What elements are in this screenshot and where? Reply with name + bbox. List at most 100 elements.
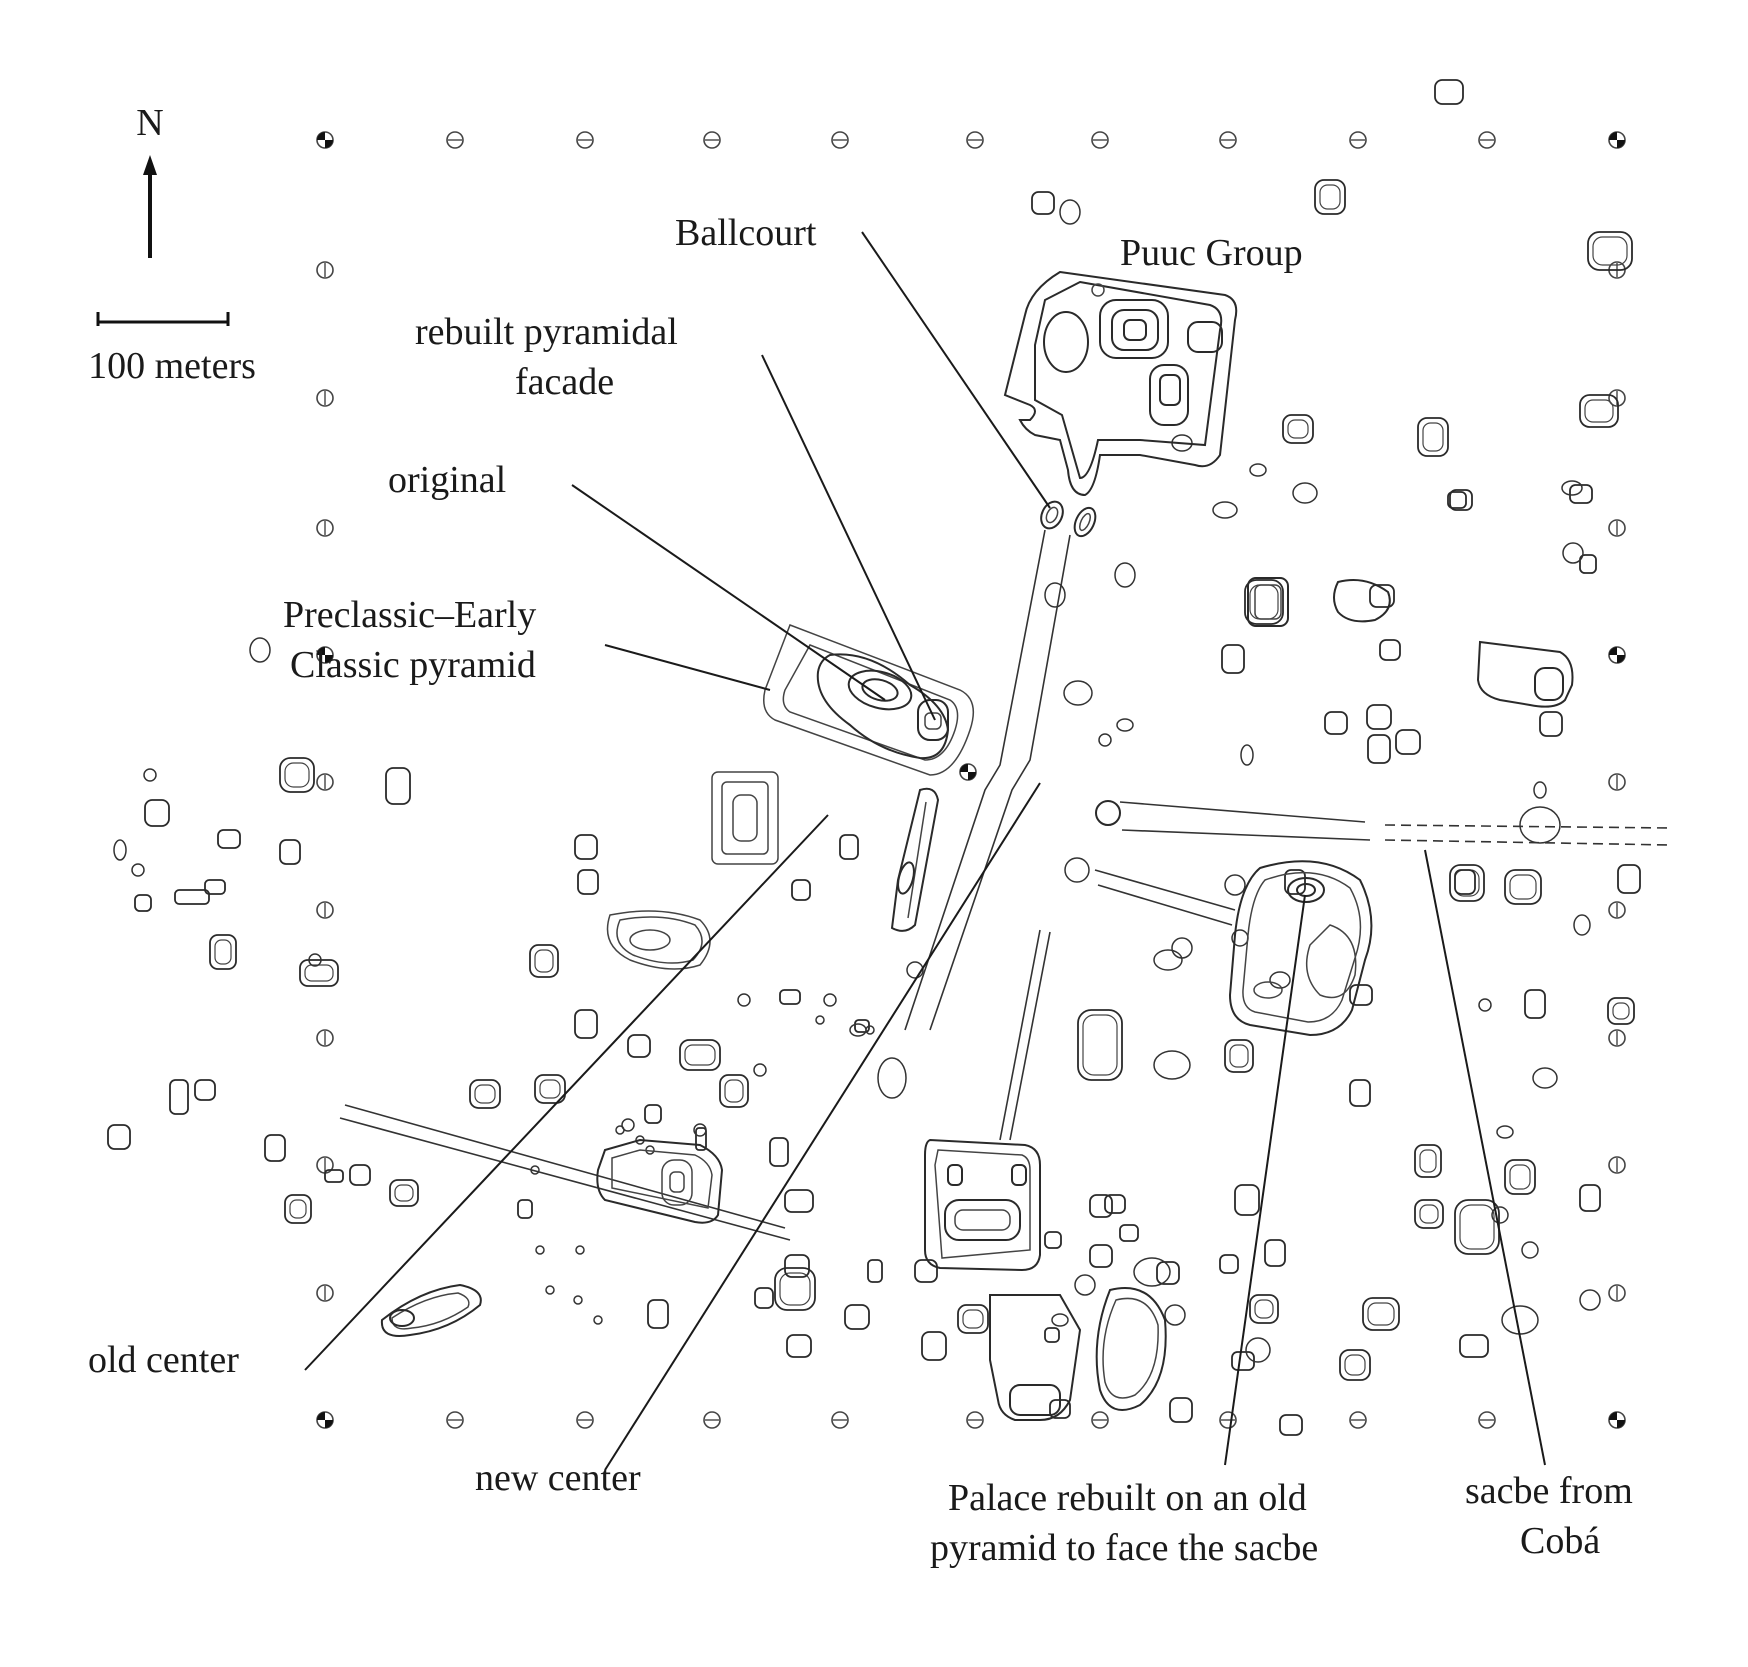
marker-fill [317,647,325,655]
grid-markers [316,131,1626,1429]
mound-inner [1509,874,1537,900]
small-mound [849,1023,867,1037]
structure-mound [1119,1224,1139,1242]
structure-mound [349,1164,371,1186]
small-mound [1533,781,1547,799]
mound-outline [1447,491,1467,509]
mound-outline [679,1039,721,1071]
grid-marker-icon [1219,1411,1237,1429]
structure-mound [389,1179,419,1207]
structure-mound [854,1019,870,1033]
small-mound [1171,937,1193,959]
mound-outline [169,1079,189,1115]
small-mound [1496,1125,1514,1139]
marker-fill [325,140,333,148]
marker-ring [1349,131,1367,149]
small-mound [1153,949,1183,971]
mound-outline [1579,1184,1601,1212]
mound-outline [1369,584,1395,608]
structure-mound [279,839,301,865]
mound-outline [1231,1351,1255,1371]
grid-marker-icon [1349,131,1367,149]
mound-outline [1349,984,1373,1006]
small-mound [1478,998,1492,1012]
south-central-temple [924,1138,1041,1272]
mound-inner [1319,184,1341,210]
mound-outline [1539,711,1563,737]
scale-bar [96,312,230,326]
structure-mound [1349,984,1373,1006]
label-sacbe-line2: Cobá [1520,1520,1600,1562]
label-new-center: new center [475,1457,641,1499]
mound-inner [1422,422,1444,452]
structure-mound [1414,1144,1442,1178]
north-arrow-icon [143,155,157,258]
structure-mound [1395,729,1421,755]
structure-mound [1314,179,1346,215]
label-preclassic-line1: Preclassic–Early [283,594,536,636]
small-mound [1153,1050,1191,1080]
mound-outline [324,1169,344,1183]
mound-outline [1279,1414,1303,1436]
marker-ring [703,131,721,149]
small-mound [1240,744,1254,766]
mound-inner [289,1199,307,1219]
structure-mound [1077,1009,1123,1081]
label-sacbe-line1: sacbe from [1465,1470,1633,1512]
benchmark-icon [316,1411,334,1429]
structure-mound [194,1079,216,1101]
marker-ring [1478,131,1496,149]
small-mound [693,1123,707,1137]
grid-marker-icon [316,1029,334,1047]
grid-marker-icon [576,131,594,149]
small-mound [737,993,751,1007]
marker-ring [316,519,334,537]
small-mound [1133,1257,1171,1287]
small-mound [1491,1206,1509,1224]
mound-outline [1504,869,1542,905]
small-mound [1562,542,1584,564]
mound-outline [839,834,859,860]
mound-outline [1454,1199,1500,1255]
mound-outline [1044,1231,1062,1249]
mound-outline [1607,997,1635,1025]
mound-inner [1509,1164,1531,1190]
structure-mound [1579,1184,1601,1212]
mound-outline [279,757,315,793]
mound-outline [786,1334,812,1358]
structure-mound [209,934,237,970]
mound-outline [1417,417,1449,457]
structure-mound [679,1039,721,1071]
mound-outline [1349,1079,1371,1107]
marker-ring [1608,773,1626,791]
structure-mound [174,889,210,905]
small-mound [1561,480,1583,496]
small-mound [249,637,271,663]
grid-marker-icon [703,131,721,149]
mound-outline [1284,869,1306,895]
mound-inner [1612,1002,1630,1020]
structure-mound [1539,711,1563,737]
structure-mound [1447,491,1467,509]
ballcourt [1040,500,1097,538]
marker-ring [966,131,984,149]
structure-mound [134,894,152,912]
mound-outline [577,869,599,895]
marker-fill [325,655,333,663]
mound-outline [1221,644,1245,674]
structure-mound [1284,869,1306,895]
sacbe-north-south [904,529,1071,1031]
grid-marker-icon [1349,1411,1367,1429]
structure-mound [786,1334,812,1358]
structure-mound [1031,191,1055,215]
structure-mound [1224,1039,1254,1073]
structure-mound [1221,644,1245,674]
mound-outline [1249,1294,1279,1324]
mound-outline [1617,864,1641,894]
marker-ring [1349,1411,1367,1429]
grid-marker-icon [966,1411,984,1429]
mound-outline [1504,1159,1536,1195]
marker-ring [1608,519,1626,537]
mound-inner [304,964,334,982]
